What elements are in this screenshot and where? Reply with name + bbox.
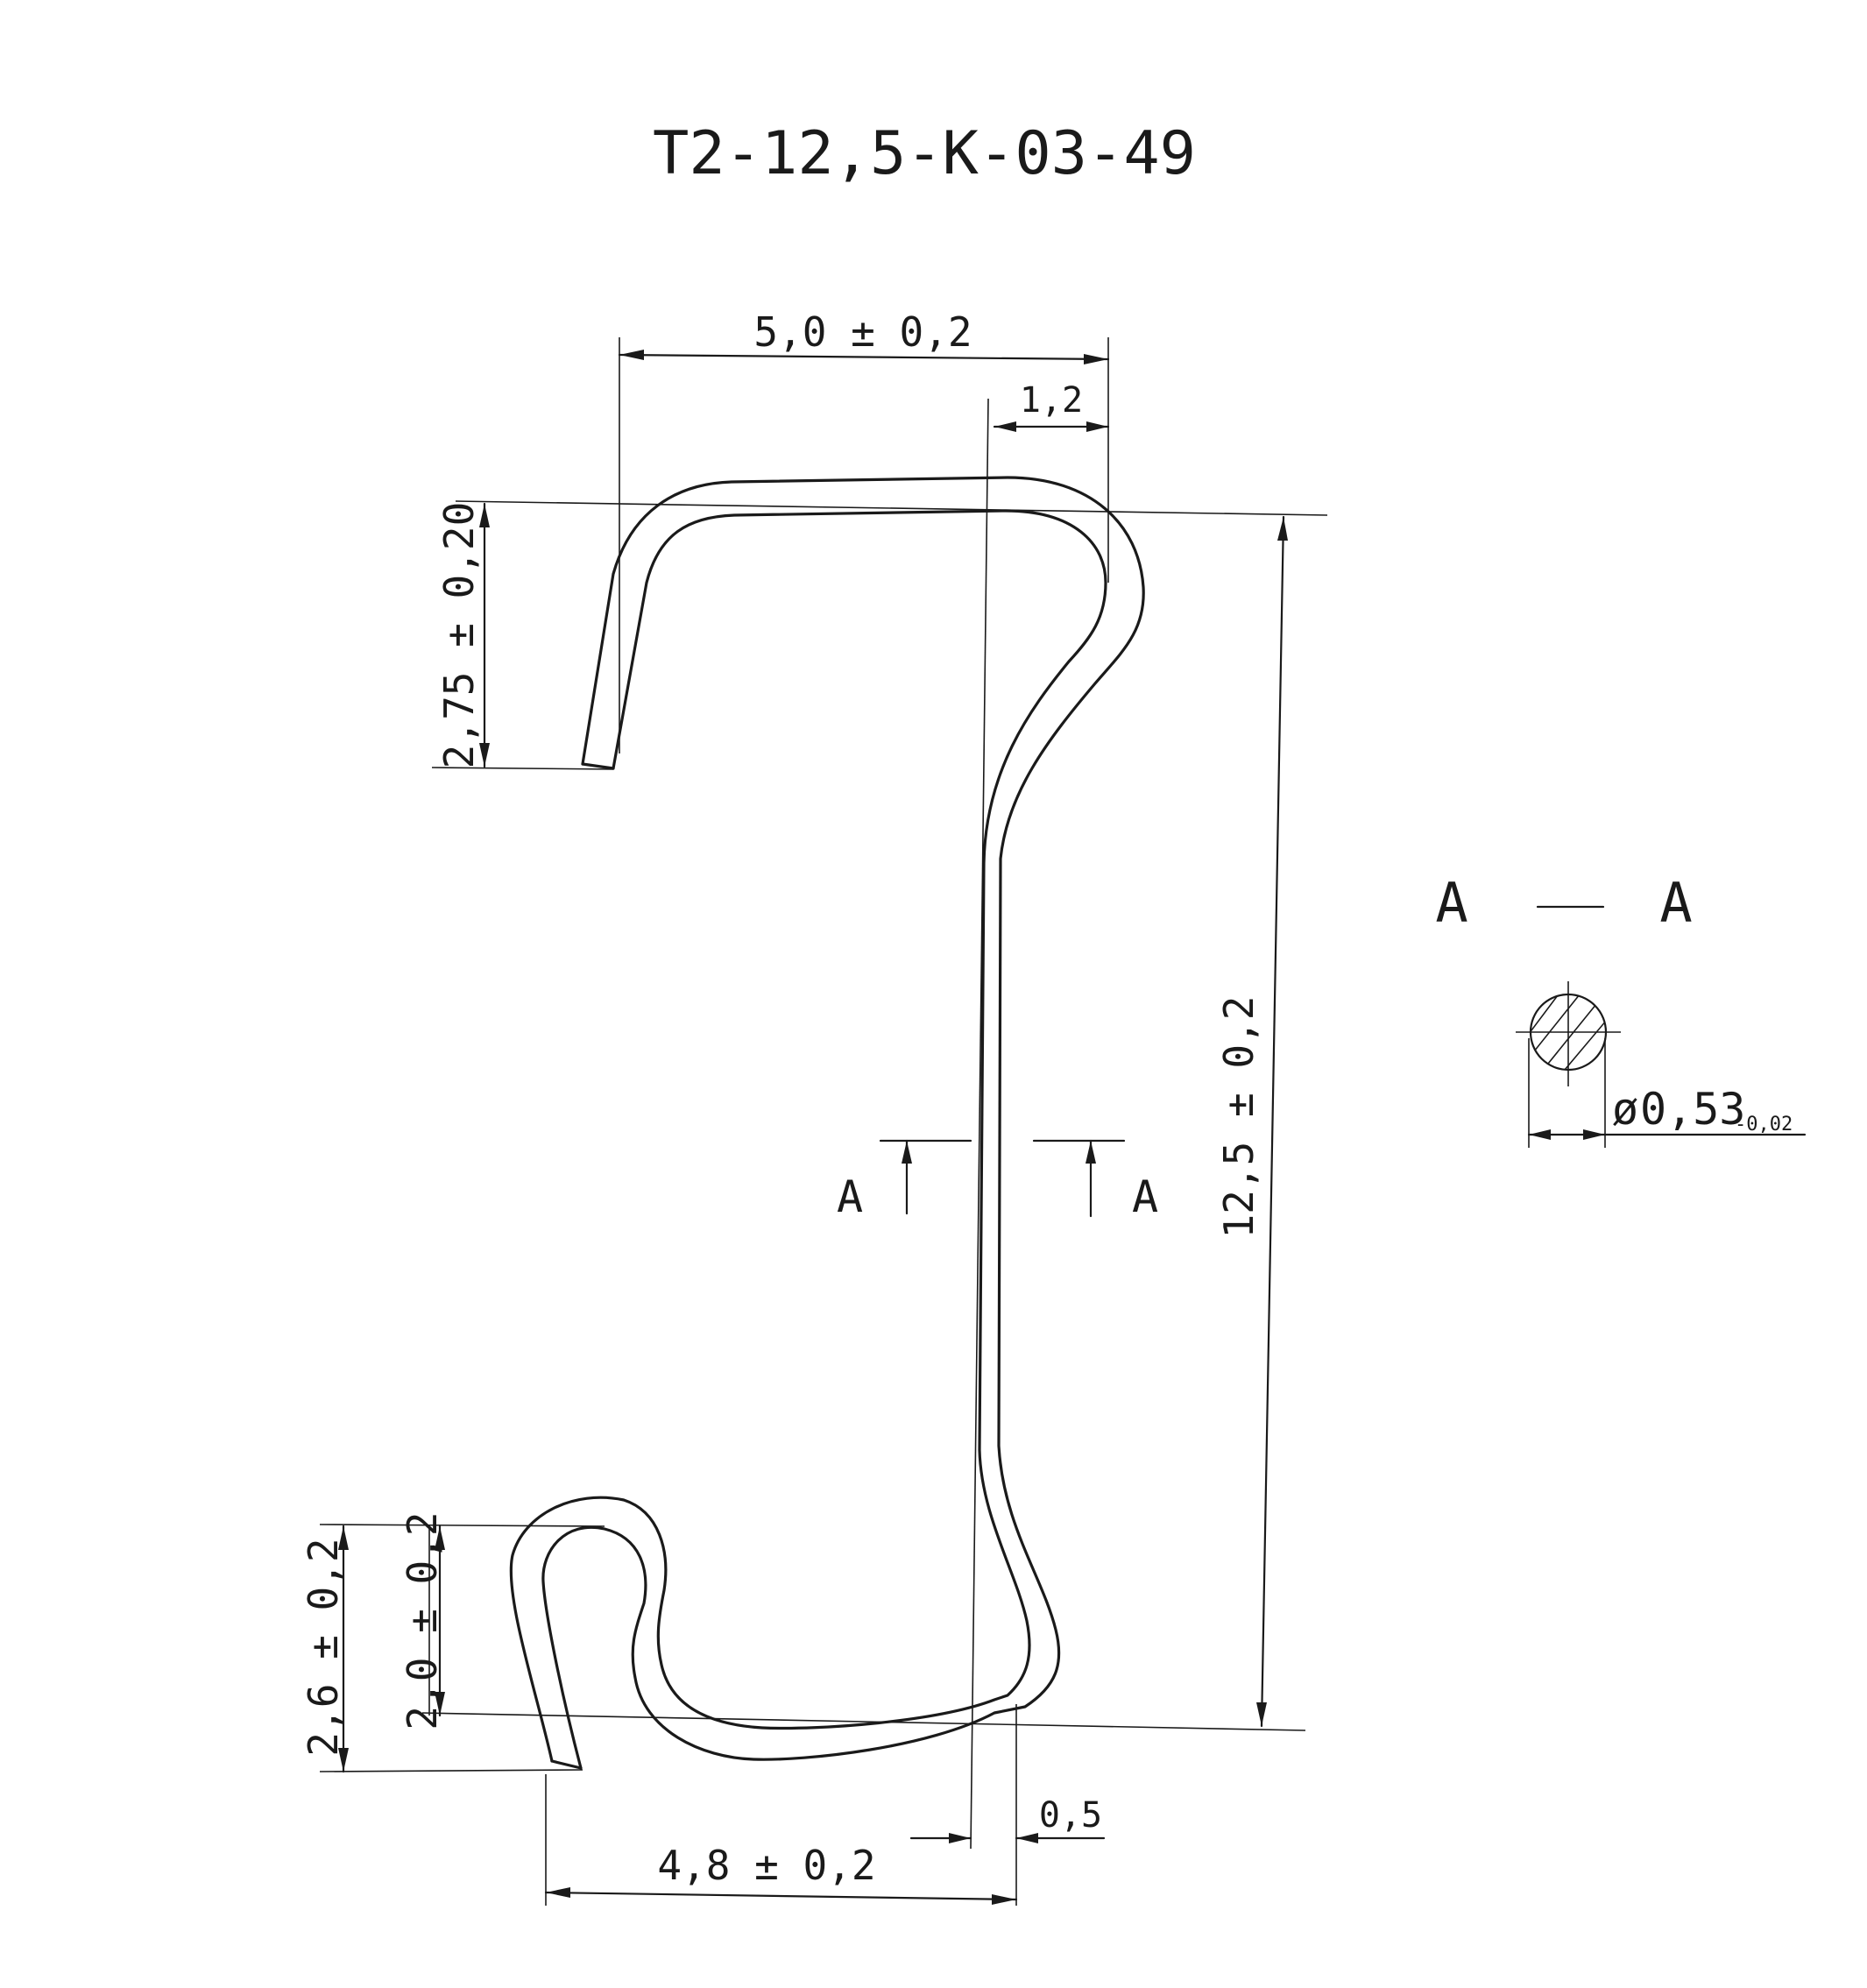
dim-width-bottom-label: 4,8 ± 0,2	[657, 1842, 875, 1889]
dim-overall-height: 12,5 ± 0,2	[1215, 515, 1288, 1728]
dim-offset-bottom: 0,5	[909, 1795, 1106, 1843]
dim-width-top-label: 5,0 ± 0,2	[753, 308, 972, 356]
wire-inner-edge	[509, 509, 1107, 1763]
wire-outer-edge	[541, 476, 1145, 1770]
dim-width-bottom: 4,8 ± 0,2	[544, 1842, 1018, 1905]
wire-profile	[509, 476, 1145, 1770]
part-number-title: T2-12,5-K-03-49	[653, 119, 1196, 188]
dim-hook-bottom-inner-label: 2,0 ± 0,2	[399, 1511, 446, 1730]
section-cut-marker: A A	[837, 1139, 1158, 1222]
dim-overall-height-label: 12,5 ± 0,2	[1215, 996, 1262, 1239]
wire-tip-top	[581, 762, 615, 770]
section-marker-left-letter: A	[837, 1171, 863, 1222]
section-title-right: A	[1659, 871, 1692, 935]
section-view: A A ø 0,53 -0,02	[1435, 871, 1807, 1148]
wire-tip-bottom	[550, 1759, 583, 1770]
dim-offset-top-label: 1,2	[1020, 380, 1083, 421]
dim-offset-bottom-label: 0,5	[1039, 1795, 1102, 1836]
dim-width-top: 5,0 ± 0,2	[618, 308, 1110, 364]
section-title-left: A	[1435, 871, 1467, 935]
dim-hook-bottom-outer-label: 2,6 ± 0,2	[300, 1538, 347, 1756]
cross-section-hatching	[1531, 994, 1606, 1070]
diameter-symbol: ø	[1612, 1084, 1638, 1135]
diameter-tolerance: -0,02	[1735, 1114, 1793, 1135]
diameter-value: 0,53	[1640, 1084, 1745, 1135]
extension-lines	[319, 337, 1328, 1906]
dim-hook-top-label: 2,75 ± 0,20	[435, 502, 483, 769]
dim-hook-bottom-outer: 2,6 ± 0,2	[300, 1525, 349, 1773]
section-marker-right-letter: A	[1132, 1171, 1158, 1222]
dim-offset-top: 1,2	[993, 380, 1110, 432]
dim-hook-top: 2,75 ± 0,20	[435, 502, 490, 769]
dim-hook-bottom-inner: 2,0 ± 0,2	[399, 1511, 446, 1730]
